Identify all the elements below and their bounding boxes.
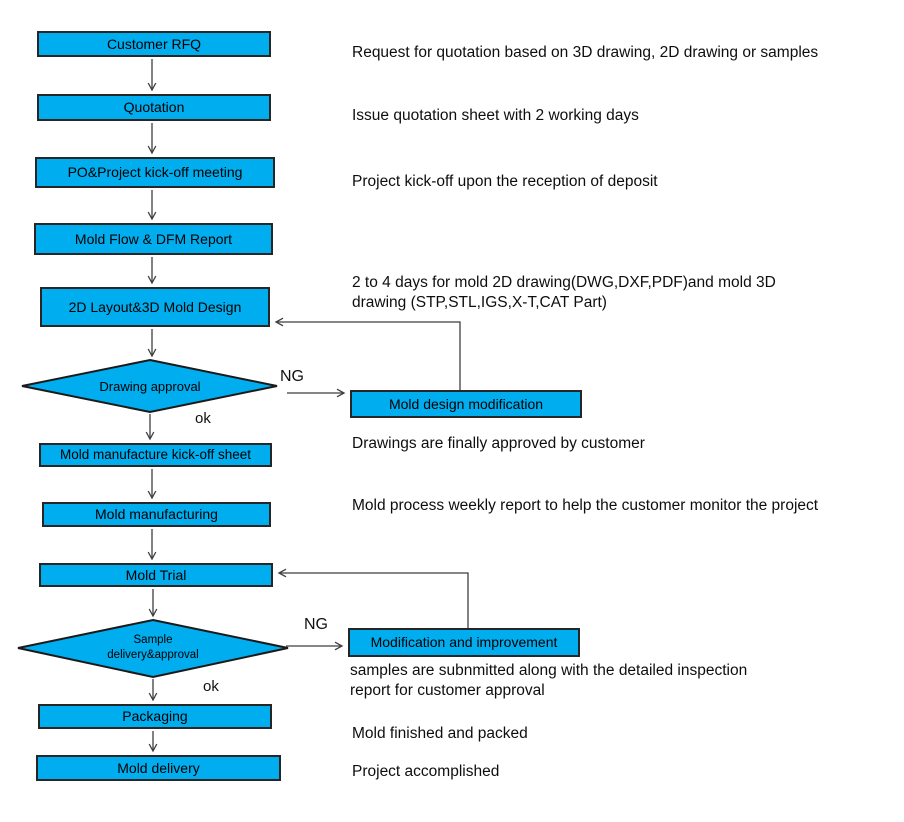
flow-step-label: Mold Trial [125, 566, 187, 583]
branch-label-ng-2: NG [304, 616, 328, 633]
decision-label-text: Sample [133, 634, 173, 646]
decision-label-text: Drawing approval [99, 378, 201, 394]
ng-branch-arrows [286, 388, 346, 651]
annotation-quotation: Issue quotation sheet with 2 working day… [352, 106, 639, 126]
flow-step-label: Mold delivery [117, 759, 200, 776]
flow-step-customer-rfq: Customer RFQ [37, 31, 271, 57]
annotation-design-lead-time: 2 to 4 days for mold 2D drawing(DWG,DXF,… [352, 273, 776, 313]
flow-step-mold-manufacture-kickoff-sheet: Mold manufacture kick-off sheet [39, 443, 272, 467]
rework-box-label: Modification and improvement [370, 634, 558, 651]
flow-step-label: Mold manufacturing [95, 506, 218, 523]
rework-box-label: Mold design modification [388, 395, 544, 412]
flow-step-packaging: Packaging [38, 704, 272, 729]
flow-step-label: 2D Layout&3D Mold Design [68, 298, 242, 315]
annotation-line: drawing (STP,STL,IGS,X-T,CAT Part) [352, 294, 607, 311]
annotation-line: Mold finished and packed [352, 725, 528, 742]
annotation-mold-packed: Mold finished and packed [352, 724, 528, 744]
flow-step-mold-manufacturing: Mold manufacturing [42, 502, 271, 527]
flow-step-label: Customer RFQ [106, 35, 202, 52]
decision-label-sample-delivery: Sample delivery&approval [73, 630, 233, 666]
annotation-line: 2 to 4 days for mold 2D drawing(DWG,DXF,… [352, 274, 776, 291]
branch-label-ok-1: ok [195, 410, 211, 427]
annotation-drawings-approved: Drawings are finally approved by custome… [352, 434, 645, 454]
flow-step-mold-flow-dfm-report: Mold Flow & DFM Report [34, 223, 273, 255]
flow-step-po-kickoff-meeting: PO&Project kick-off meeting [35, 157, 275, 188]
rework-box-modification-and-improvement: Modification and improvement [348, 628, 580, 657]
flow-step-label: Mold manufacture kick-off sheet [59, 446, 252, 462]
flow-step-mold-delivery: Mold delivery [36, 755, 281, 781]
flow-step-mold-trial: Mold Trial [39, 563, 273, 587]
annotation-line: Project kick-off upon the reception of d… [352, 173, 658, 190]
branch-label-ng-1: NG [280, 368, 304, 385]
annotation-kickoff: Project kick-off upon the reception of d… [352, 172, 658, 192]
annotation-rfq: Request for quotation based on 3D drawin… [352, 43, 818, 63]
feedback-loop-trial [277, 568, 469, 628]
annotation-project-accomplished: Project accomplished [352, 762, 499, 782]
flow-step-label: Packaging [122, 708, 188, 725]
decision-diamond-drawing-approval [21, 358, 278, 414]
feedback-loop-design [274, 317, 461, 390]
flow-step-label: PO&Project kick-off meeting [67, 164, 243, 181]
feedback-loops [274, 317, 469, 628]
annotation-line: samples are subnmitted along with the de… [350, 662, 748, 679]
decision-label-text: delivery&approval [107, 649, 199, 661]
decision-diamond-sample-delivery [17, 618, 289, 679]
flow-step-label: Quotation [123, 99, 185, 116]
branch-label-ok-2: ok [203, 678, 219, 695]
decision-label-drawing-approval: Drawing approval [60, 374, 240, 398]
flow-step-2d-layout-3d-mold-design: 2D Layout&3D Mold Design [40, 287, 270, 327]
main-flow-arrows [145, 59, 158, 753]
annotation-line: Request for quotation based on 3D drawin… [352, 44, 819, 61]
annotation-line: Issue quotation sheet with 2 working day… [352, 107, 639, 124]
flow-step-quotation: Quotation [37, 94, 271, 121]
annotation-samples-submitted: samples are subnmitted along with the de… [350, 661, 747, 701]
annotation-line: Project accomplished [352, 763, 500, 780]
annotation-line: report for customer approval [350, 682, 545, 699]
annotation-weekly-report: Mold process weekly report to help the c… [352, 496, 818, 516]
rework-box-mold-design-modification: Mold design modification [350, 390, 582, 418]
flow-step-label: Mold Flow & DFM Report [74, 230, 233, 247]
annotation-line: Drawings are finally approved by custome… [352, 435, 645, 452]
annotation-line: Mold process weekly report to help the c… [352, 497, 819, 514]
